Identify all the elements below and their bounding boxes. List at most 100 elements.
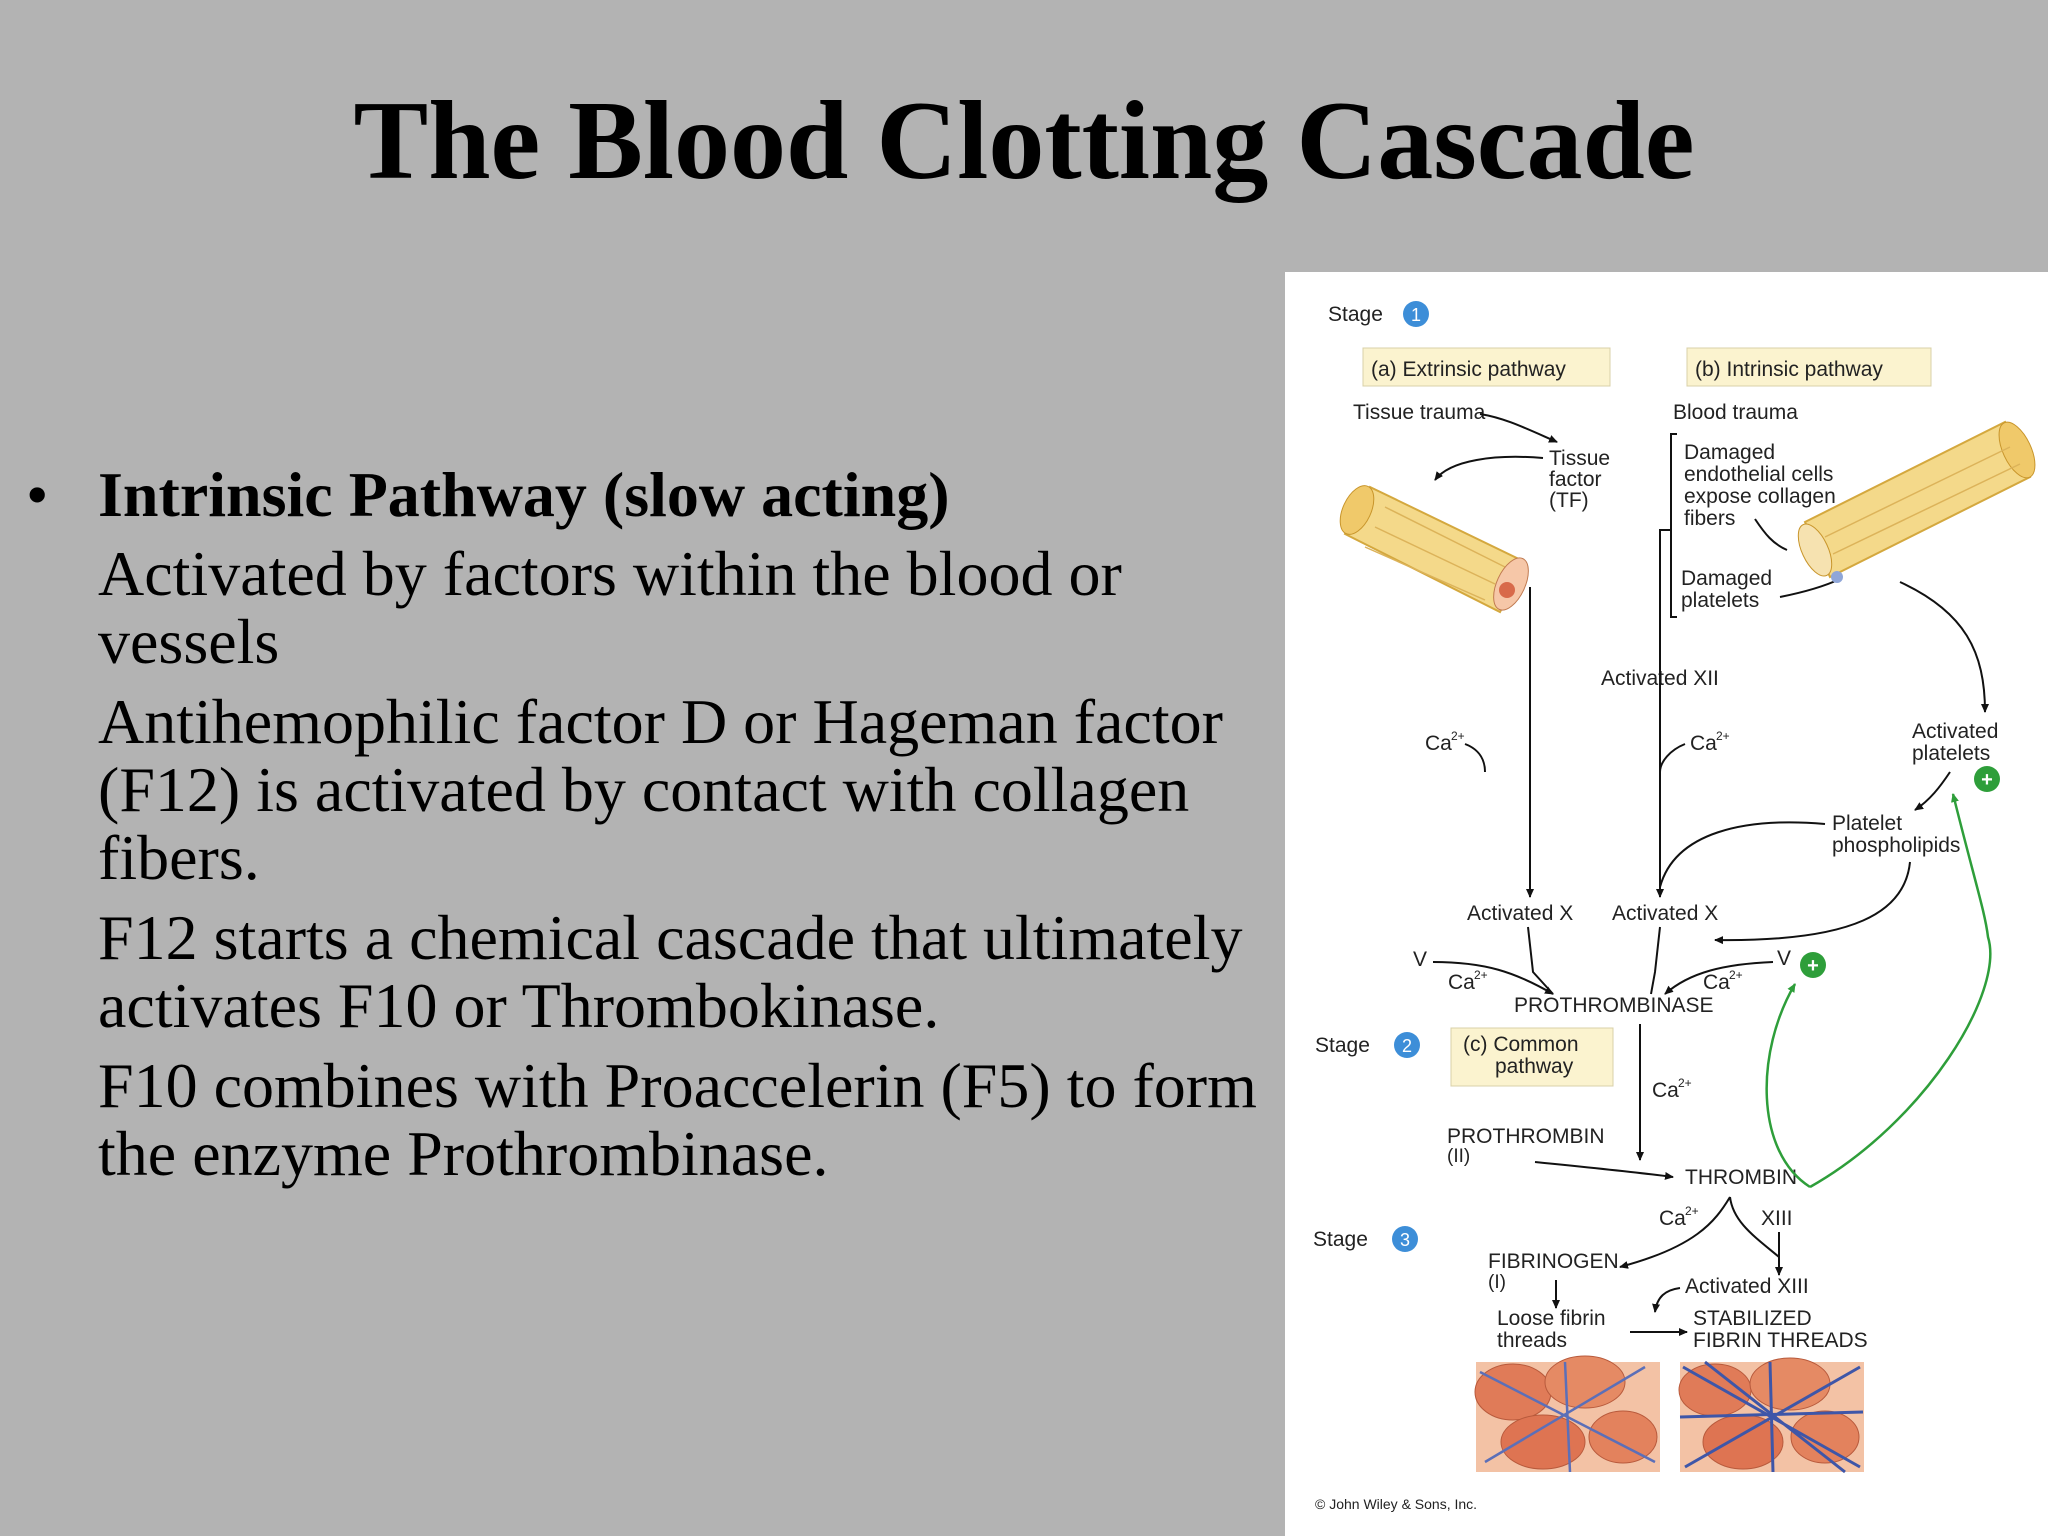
tissue-factor-label-2: factor (1549, 468, 1602, 491)
stage-3-badge (1392, 1226, 1418, 1252)
paragraph-1: Activated by factors within the blood or… (98, 537, 1122, 677)
paragraph-4: F10 combines with Proaccelerin (F5) to f… (98, 1049, 1257, 1189)
common-pathway-label-1: (c) Common (1463, 1033, 1579, 1056)
loose-fibrin-label-1: Loose fibrin (1497, 1307, 1606, 1330)
prothrombin-label-1: PROTHROMBIN (1447, 1125, 1605, 1148)
damaged-endothelial-label-3: expose collagen (1684, 485, 1836, 508)
fibrinogen-label-1: FIBRINOGEN (1488, 1250, 1619, 1273)
damaged-endothelial-label-4: fibers (1684, 507, 1735, 530)
stage-1-number: 1 (1411, 305, 1421, 325)
v-left-arrow (1432, 961, 1554, 995)
clotting-cascade-diagram: Stage 1 (a) Extrinsic pathway (b) Intrin… (1285, 272, 2048, 1536)
blood-trauma-label: Blood trauma (1673, 401, 1798, 424)
v-right-label: V (1777, 947, 1791, 970)
ca-charge-1: 2+ (1451, 729, 1465, 743)
thrombin-label: THROMBIN (1685, 1166, 1797, 1189)
ca-charge-6: 2+ (1685, 1204, 1699, 1218)
tissue-factor-label-3: (TF) (1549, 489, 1589, 512)
trauma-to-tf-arrow (1479, 413, 1558, 443)
stabilized-fibrin-clot-image (1678, 1357, 1864, 1474)
ca-charge-2: 2+ (1716, 729, 1730, 743)
ca-charge-4: 2+ (1729, 968, 1743, 982)
phospholipids-to-prothrombinase-arrow (1714, 861, 1911, 945)
ca-pointer-2 (1659, 743, 1686, 773)
intrinsic-bracket-stem (1659, 529, 1671, 660)
tissue-factor-label-1: Tissue (1549, 447, 1610, 470)
ca-label-2: Ca (1690, 732, 1717, 755)
thrombin-to-xiii-arrow (1729, 1196, 1780, 1258)
positive-feedback-icon-1 (1974, 766, 2000, 792)
bullet-list: • Intrinsic Pathway (slow acting) Activa… (22, 458, 1292, 1188)
positive-feedback-plus-1: + (1981, 769, 1993, 791)
x-left-to-prothrombinase (1527, 926, 1554, 995)
intrinsic-bracket (1670, 433, 1677, 618)
stage-2-badge (1394, 1032, 1420, 1058)
activated-x-right-label: Activated X (1612, 902, 1718, 925)
damaged-vessel-right-icon (1797, 420, 2036, 583)
stage-1-badge (1403, 301, 1429, 327)
damaged-endothelial-label-2: endothelial cells (1684, 463, 1833, 486)
v-left-label: V (1413, 948, 1427, 971)
ca-label-5: Ca (1652, 1079, 1679, 1102)
thrombin-to-fibrinogen-arrow (1619, 1196, 1731, 1269)
bullet-heading: • Intrinsic Pathway (slow acting) (22, 458, 1292, 532)
activated-xiii-arrow (1652, 1287, 1681, 1313)
thrombin-to-platelets-feedback-arrow (1809, 793, 1992, 1189)
positive-feedback-icon-2 (1800, 952, 1826, 978)
intrinsic-pathway-box (1686, 347, 1932, 387)
damaged-platelets-label-1: Damaged (1681, 567, 1772, 590)
tf-to-vessel-arrow (1434, 455, 1544, 481)
ca-label-3: Ca (1448, 971, 1475, 994)
damaged-platelets-label-2: platelets (1681, 589, 1759, 612)
ca-label-6: Ca (1659, 1207, 1686, 1230)
damaged-endothelial-label-1: Damaged (1684, 441, 1775, 464)
common-pathway-label-2: pathway (1495, 1055, 1574, 1078)
stabilized-label-1: STABILIZED (1693, 1307, 1812, 1330)
activated-platelets-label-2: platelets (1912, 742, 1990, 765)
bullet-dot-icon: • (26, 459, 49, 530)
activated-platelets-label-1: Activated (1912, 720, 1998, 743)
loose-fibrin-clot-image (1474, 1355, 1660, 1473)
tissue-trauma-label: Tissue trauma (1353, 401, 1486, 424)
prothrombin-label-2: (II) (1447, 1146, 1470, 1167)
fibrinogen-label-2: (I) (1488, 1272, 1506, 1293)
intrinsic-pathway-label: (b) Intrinsic pathway (1695, 358, 1883, 381)
stage-2-label: Stage (1315, 1034, 1370, 1057)
ca-charge-3: 2+ (1474, 968, 1488, 982)
activated-to-phospholipids-arrow (1914, 771, 1951, 811)
positive-feedback-plus-2: + (1807, 955, 1819, 977)
thrombin-to-v-feedback-arrow (1765, 983, 1811, 1189)
platelets-pointer (1779, 578, 1841, 598)
activated-xiii-label: Activated XIII (1685, 1275, 1809, 1298)
activated-x-left-label: Activated X (1467, 902, 1573, 925)
platelet-phospholipids-label-2: phospholipids (1832, 834, 1960, 857)
common-pathway-box (1450, 1027, 1614, 1087)
v-right-arrow (1664, 961, 1774, 995)
prothrombin-to-thrombin-arrow (1534, 1161, 1674, 1180)
stage-3-label: Stage (1313, 1228, 1368, 1251)
fibers-pointer (1754, 518, 1788, 551)
stage-2-number: 2 (1402, 1036, 1412, 1056)
ca-label-1: Ca (1425, 732, 1452, 755)
extrinsic-pathway-box (1362, 347, 1611, 387)
prothrombinase-label: PROTHROMBINASE (1514, 994, 1714, 1017)
vessel-to-activated-platelets-arrow (1899, 581, 1989, 713)
copyright-label: © John Wiley & Sons, Inc. (1315, 1496, 1477, 1512)
paragraph-2: Antihemophilic factor D or Hageman facto… (98, 685, 1223, 893)
x-right-to-prothrombinase (1650, 926, 1661, 995)
damaged-vessel-left-icon (1339, 485, 1529, 614)
platelet-phospholipids-label-1: Platelet (1832, 812, 1902, 835)
extrinsic-pathway-label: (a) Extrinsic pathway (1371, 358, 1566, 381)
bullet-heading-text: Intrinsic Pathway (slow acting) (98, 459, 950, 530)
stage-1-label: Stage (1328, 303, 1383, 326)
stabilized-label-2: FIBRIN THREADS (1693, 1329, 1868, 1352)
loose-fibrin-label-2: threads (1497, 1329, 1567, 1352)
xiii-label: XIII (1761, 1207, 1793, 1230)
phospholipids-to-x-arrow (1659, 821, 1826, 888)
paragraph-3: F12 starts a chemical cascade that ultim… (98, 901, 1243, 1041)
slide-title: The Blood Clotting Cascade (353, 79, 1695, 203)
ca-charge-5: 2+ (1678, 1076, 1692, 1090)
ca-label-4: Ca (1703, 971, 1730, 994)
stage-3-number: 3 (1400, 1230, 1410, 1250)
ca-pointer-1 (1464, 743, 1486, 773)
